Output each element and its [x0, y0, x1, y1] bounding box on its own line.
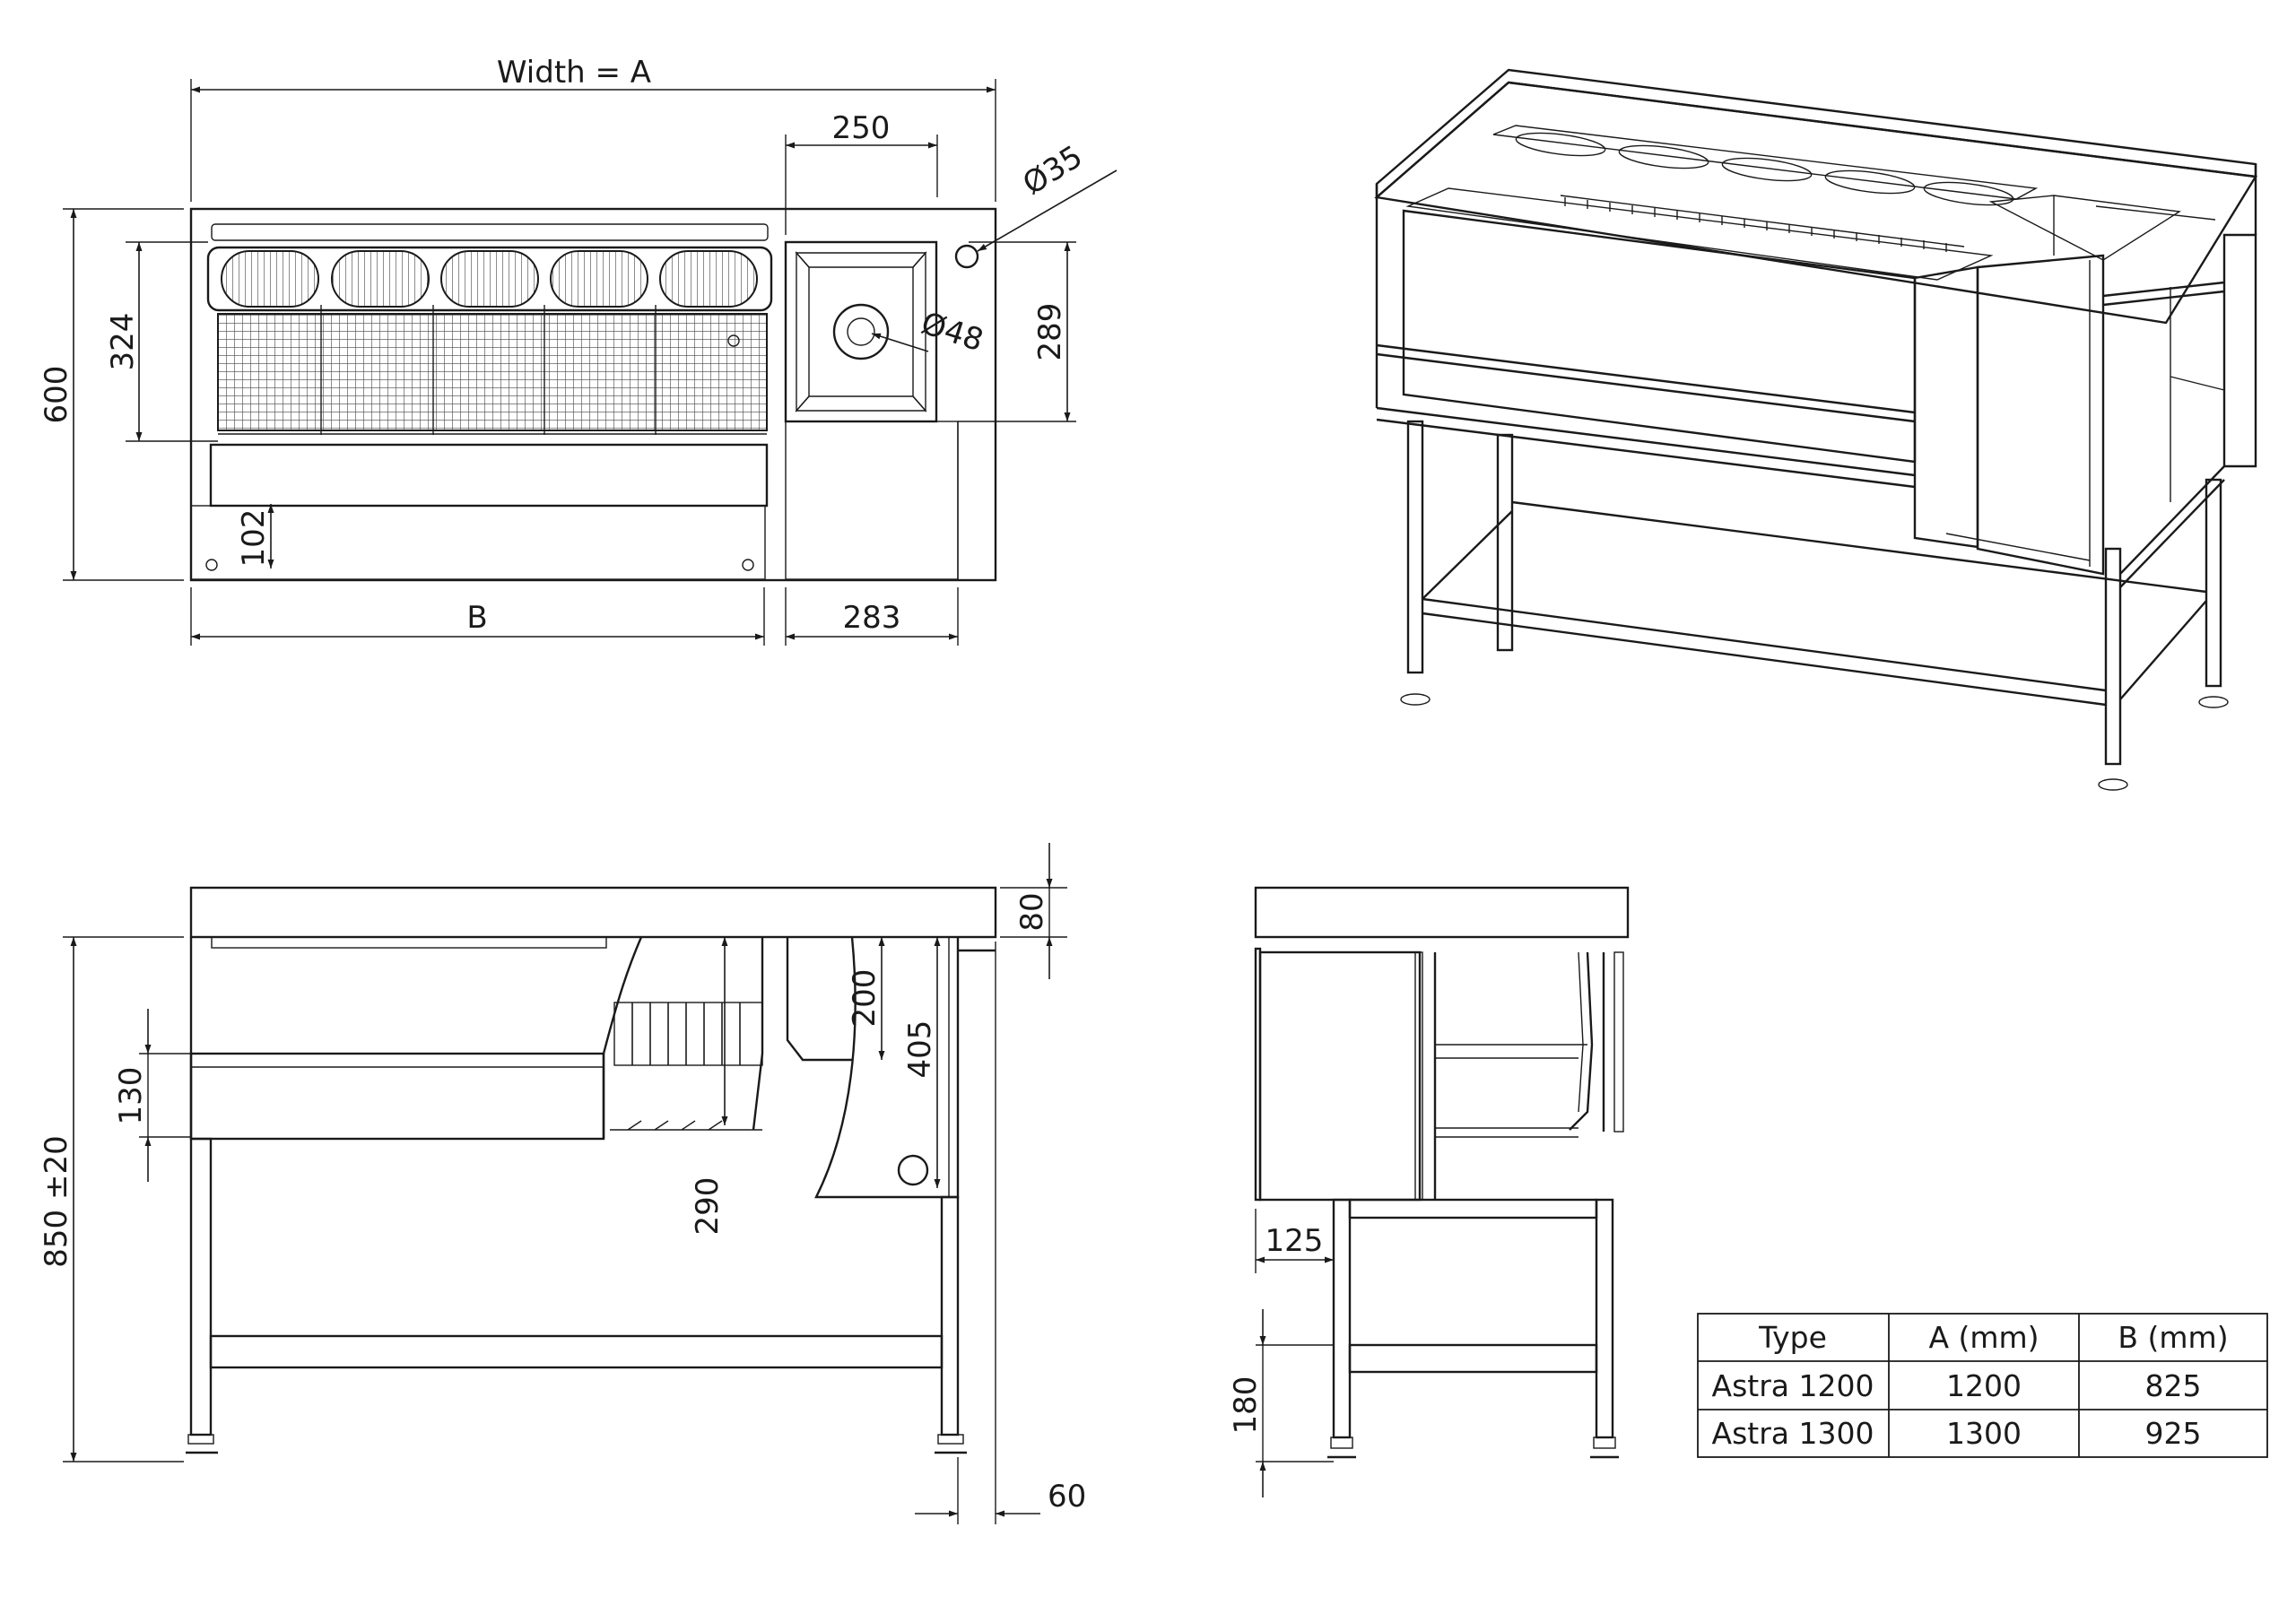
dim-405: 405 — [902, 1020, 938, 1079]
table-cell: 1300 — [1946, 1416, 2022, 1451]
dim-200: 200 — [847, 969, 883, 1028]
table-cell: 825 — [2145, 1368, 2202, 1403]
dim-60: 60 — [1048, 1479, 1086, 1515]
dim-324: 324 — [105, 313, 141, 371]
side-view-dimensions: 125 180 — [1228, 1209, 1335, 1497]
dim-102: 102 — [236, 509, 272, 568]
table-cell: Astra 1300 — [1712, 1416, 1874, 1451]
isometric-view — [1374, 68, 2257, 791]
table-cell: Astra 1200 — [1712, 1368, 1874, 1403]
table-cell: 925 — [2145, 1416, 2202, 1451]
dim-180: 180 — [1228, 1376, 1264, 1435]
dim-125: 125 — [1265, 1223, 1324, 1259]
table-header-a: A (mm) — [1928, 1320, 2039, 1355]
dim-600: 600 — [39, 366, 74, 424]
side-view — [1254, 886, 1630, 1459]
front-view-dimensions: 80 200 405 130 850 ±20 290 60 — [39, 843, 1086, 1524]
iso-legs — [1400, 420, 2229, 791]
dim-80: 80 — [1014, 892, 1050, 931]
dim-width-a: Width = A — [497, 55, 651, 91]
top-view — [189, 207, 997, 582]
dimension-table: Type A (mm) B (mm) Astra 1200 1200 825 A… — [1697, 1313, 2268, 1458]
dim-250: 250 — [832, 110, 891, 146]
table-header-b: B (mm) — [2118, 1320, 2228, 1355]
dim-b: B — [466, 600, 487, 636]
dim-850: 850 ±20 — [39, 1135, 74, 1267]
dim-130: 130 — [113, 1067, 149, 1125]
dim-283: 283 — [843, 600, 901, 636]
dim-289: 289 — [1032, 303, 1068, 361]
bottle-holes — [221, 250, 758, 308]
front-view — [186, 886, 997, 1454]
iso-bottle-holes — [1515, 132, 2014, 206]
table-header-type: Type — [1758, 1320, 1827, 1355]
dim-290: 290 — [690, 1177, 726, 1236]
table-cell: 1200 — [1946, 1368, 2022, 1403]
